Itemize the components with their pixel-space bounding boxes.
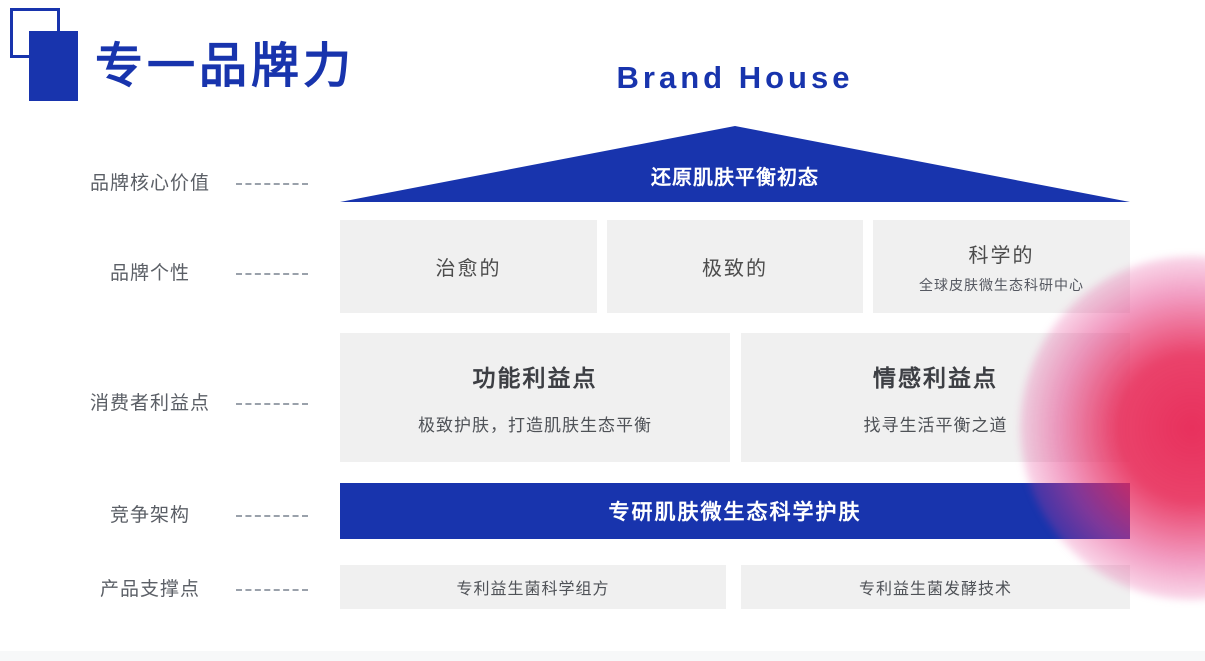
benefit-box-functional: 功能利益点 极致护肤，打造肌肤生态平衡: [340, 333, 730, 462]
roof-triangle: 还原肌肤平衡初态: [340, 126, 1130, 202]
personality-box-healing: 治愈的: [340, 220, 597, 313]
personality-box-title: 治愈的: [435, 258, 502, 280]
dashed-connector-1: [236, 183, 308, 185]
personality-box-ultimate: 极致的: [607, 220, 863, 313]
dashed-connector-4: [236, 515, 308, 517]
competition-structure-label: 专研肌肤微生态科学护肤: [608, 501, 862, 524]
dashed-connector-3: [236, 403, 308, 405]
benefit-box-subtitle: 找寻生活平衡之道: [863, 416, 1008, 435]
support-box-label: 专利益生菌发酵技术: [858, 581, 1012, 598]
page-title: 专一品牌力: [95, 40, 356, 93]
benefit-box-subtitle: 极致护肤，打造肌肤生态平衡: [418, 416, 652, 435]
brand-core-value-text: 还原肌肤平衡初态: [651, 167, 819, 189]
side-label-consumer-benefit: 消费者利益点: [89, 393, 210, 414]
competition-structure-bar: 专研肌肤微生态科学护肤: [340, 483, 1130, 539]
slide-bottom-edge: [0, 651, 1205, 661]
personality-box-title: 极致的: [702, 258, 768, 280]
logo-filled-square-icon: [29, 31, 78, 101]
side-label-product-support: 产品支撑点: [99, 579, 200, 600]
benefit-box-emotional: 情感利益点 找寻生活平衡之道: [741, 333, 1130, 462]
brand-house-heading: Brand House: [616, 60, 854, 95]
side-label-competition-structure: 竞争架构: [109, 505, 190, 526]
personality-box-title: 科学的: [968, 244, 1035, 267]
dashed-connector-2: [236, 273, 308, 275]
dashed-connector-5: [236, 589, 308, 591]
personality-box-subtitle: 全球皮肤微生态科研中心: [919, 276, 1084, 293]
support-box-fermentation: 专利益生菌发酵技术: [741, 565, 1130, 609]
side-label-brand-core-value: 品牌核心价值: [89, 173, 210, 194]
support-box-label: 专利益生菌科学组方: [456, 581, 610, 598]
benefit-box-title: 功能利益点: [472, 365, 598, 391]
personality-box-scientific: 科学的 全球皮肤微生态科研中心: [873, 220, 1130, 313]
support-box-formula: 专利益生菌科学组方: [340, 565, 726, 609]
benefit-box-title: 情感利益点: [873, 365, 998, 391]
side-label-brand-personality: 品牌个性: [109, 263, 190, 284]
